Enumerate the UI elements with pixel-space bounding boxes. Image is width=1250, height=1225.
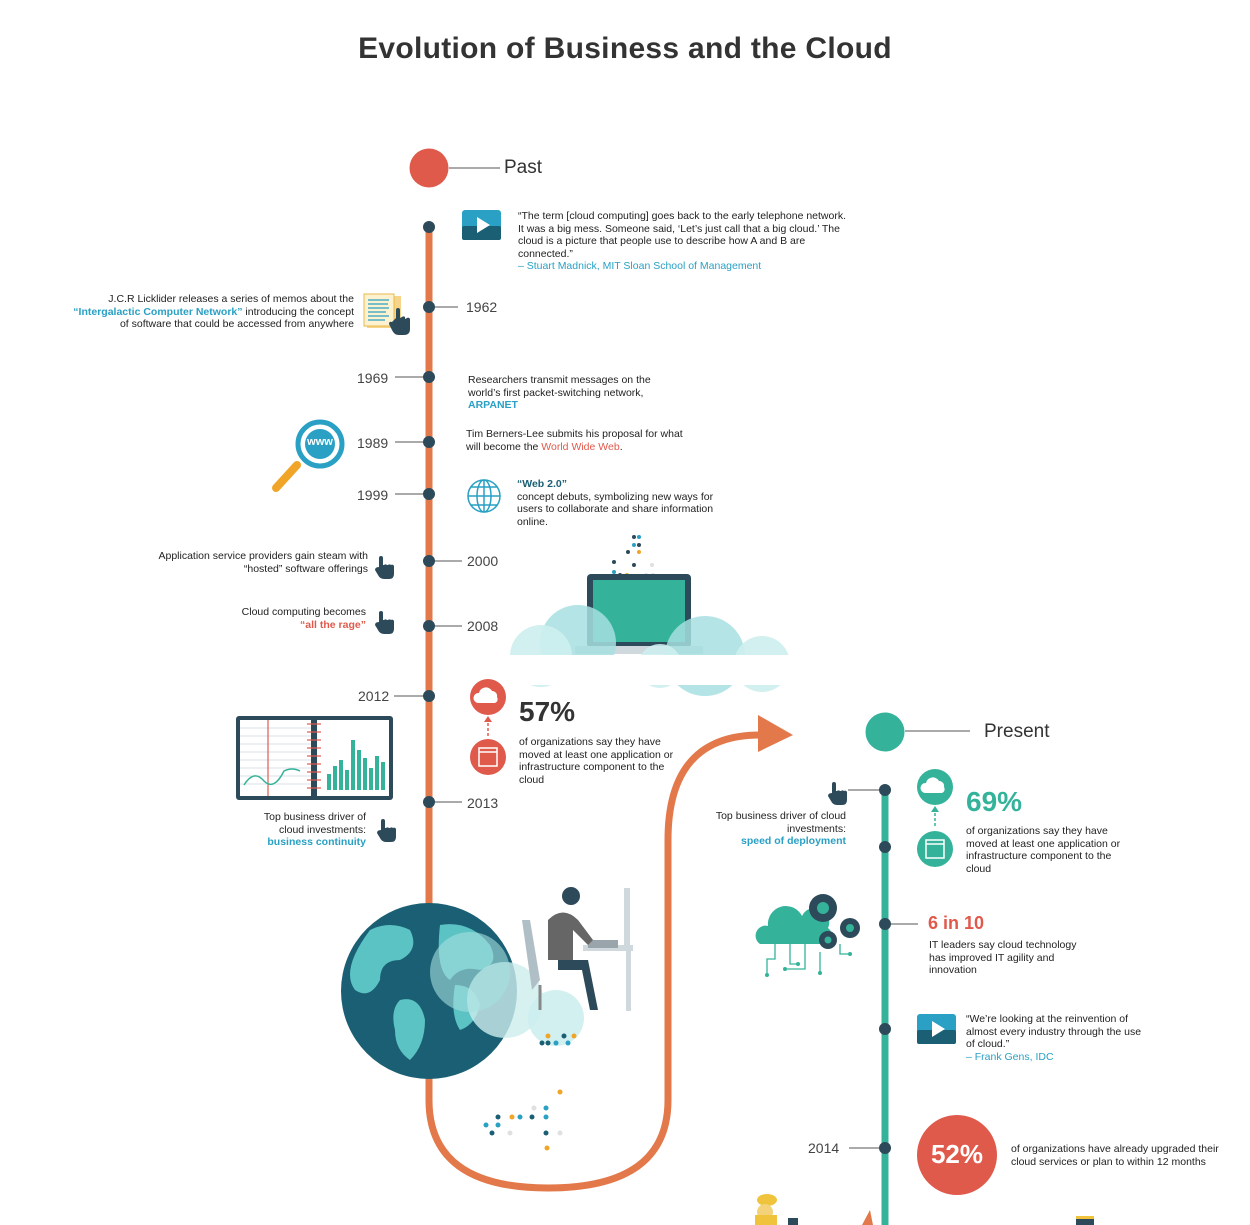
event-2013-pre: Top business driver of cloud investments…	[263, 811, 366, 836]
page-title: Evolution of Business and the Cloud	[358, 32, 892, 65]
event-1962-post: introducing the concept of software that…	[119, 305, 354, 331]
memo-document-icon	[363, 293, 410, 335]
event-2000: Application service providers gain steam…	[158, 550, 368, 575]
event-1969-pre: Researchers transmit messages on the wor…	[468, 374, 651, 399]
present-driver: Top business driver of cloud investments…	[715, 810, 846, 848]
year-2008: 2008	[467, 618, 499, 634]
event-2013-highlight: business continuity	[267, 836, 366, 848]
year-1999: 1999	[357, 487, 389, 503]
event-1962-highlight: “Intergalactic Computer Network”	[73, 305, 243, 318]
bottom-person-illustration	[755, 1194, 798, 1225]
cloud-upload-icon-69	[917, 769, 953, 867]
globe-icon	[467, 479, 501, 513]
past-quote: “The term [cloud computing] goes back to…	[518, 210, 854, 273]
earth-globe-illustration	[341, 903, 584, 1079]
event-1999-highlight: “Web 2.0”	[517, 478, 567, 490]
year-2012: 2012	[358, 688, 390, 704]
event-2008-pre: Cloud computing becomes	[241, 606, 366, 618]
present-quote: “We’re looking at the reinvention of alm…	[966, 1013, 1146, 1063]
present-label: Present	[984, 721, 1050, 742]
present-driver-pre: Top business driver of cloud investments…	[715, 810, 846, 835]
stat-6in10-text: IT leaders say cloud technology has impr…	[929, 939, 1077, 976]
connector-arrowhead	[758, 715, 793, 752]
www-magnifier-icon	[272, 419, 345, 492]
past-ticks	[394, 306, 462, 803]
event-1989-pre: Tim Berners-Lee submits his proposal for…	[466, 428, 683, 453]
present-quote-author: – Frank Gens, IDC	[966, 1050, 1054, 1063]
event-1962: J.C.R Licklider releases a series of mem…	[70, 293, 354, 331]
year-1962: 1962	[466, 299, 498, 315]
event-1962-pre: J.C.R Licklider releases a series of mem…	[108, 293, 354, 305]
present-marker	[865, 712, 905, 752]
stat-52-text: of organizations have already upgraded t…	[1011, 1143, 1219, 1168]
past-label: Past	[504, 157, 543, 178]
notebook-illustration	[236, 716, 393, 800]
stat-69-text: of organizations say they have moved at …	[966, 825, 1121, 875]
laptop-cloud-illustration	[505, 535, 805, 696]
stat-6in10-value: 6 in 10	[928, 913, 985, 933]
bottom-device-icon	[1076, 1216, 1094, 1225]
event-1989: Tim Berners-Lee submits his proposal for…	[466, 428, 691, 453]
present-quote-text: “We’re looking at the reinvention of alm…	[966, 1013, 1142, 1050]
past-timeline-dots	[423, 221, 435, 808]
event-1999: “Web 2.0” concept debuts, symbolizing ne…	[517, 478, 727, 528]
stat-52-value: 52%	[930, 1139, 984, 1169]
past-quote-author: – Stuart Madnick, MIT Sloan School of Ma…	[518, 260, 762, 272]
www-text: www	[307, 436, 333, 448]
event-1969-highlight: ARPANET	[468, 399, 518, 411]
stat-57-text: of organizations say they have moved at …	[519, 736, 674, 786]
past-quote-text: “The term [cloud computing] goes back to…	[518, 210, 847, 260]
bottom-arrowhead	[862, 1210, 873, 1225]
event-1999-post: concept debuts, symbolizing new ways for…	[517, 490, 714, 528]
event-2008: Cloud computing becomes “all the rage”	[200, 606, 366, 631]
year-2013: 2013	[467, 795, 499, 811]
year-1989: 1989	[357, 435, 389, 451]
pointer-hand-icons	[375, 556, 847, 842]
year-1969: 1969	[357, 370, 389, 386]
present-timeline-dots	[879, 784, 891, 1154]
past-marker	[409, 148, 449, 188]
stat-57-value: 57%	[519, 696, 576, 727]
present-ticks	[848, 789, 918, 1149]
year-2000: 2000	[467, 553, 499, 569]
cloud-gears-icon	[755, 894, 860, 977]
play-icon-past	[462, 210, 501, 240]
stat-69-value: 69%	[966, 786, 1023, 817]
event-1989-post: .	[619, 440, 623, 453]
stat-52-circle	[917, 1115, 997, 1195]
connector-curve	[425, 731, 761, 1192]
present-driver-highlight: speed of deployment	[740, 835, 846, 847]
event-2008-highlight: “all the rage”	[300, 618, 366, 631]
year-2014: 2014	[808, 1140, 840, 1156]
data-dots-globe	[483, 1033, 577, 1151]
play-icon-present	[917, 1014, 956, 1044]
event-1969: Researchers transmit messages on the wor…	[468, 374, 683, 412]
event-1989-highlight: World Wide Web	[541, 440, 620, 453]
person-at-desk-illustration	[522, 887, 633, 1011]
event-2013: Top business driver of cloud investments…	[240, 811, 366, 849]
cloud-upload-icon-57	[470, 679, 506, 775]
